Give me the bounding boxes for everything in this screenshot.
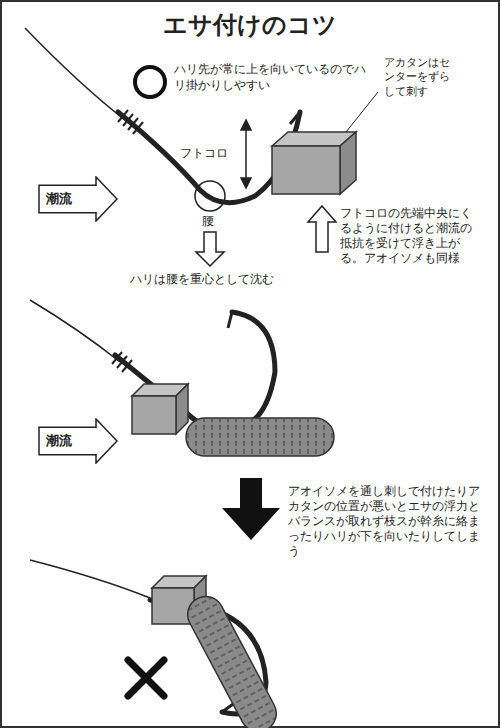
leader xyxy=(346,92,378,132)
barb xyxy=(228,312,232,328)
arrow-shape xyxy=(39,177,117,221)
arrow-shape xyxy=(39,419,117,463)
flow-arrow: 潮流 xyxy=(38,176,118,222)
part-name: 腰 xyxy=(202,214,222,230)
flow-arrow: 潮流 xyxy=(38,418,118,464)
sink-arrow xyxy=(196,232,224,266)
flow-label: 潮流 xyxy=(46,432,92,450)
note: アオイソメを通し刺しで付けたりアカタンの位置が悪いとエサの浮力とバランスが取れず… xyxy=(288,484,484,559)
bait-cube xyxy=(272,132,356,194)
worm xyxy=(181,590,282,728)
node-text-wrap: 潮流 xyxy=(38,432,118,450)
line xyxy=(25,28,125,120)
note: ハリは腰を重心として沈む xyxy=(130,272,330,288)
bad-mark xyxy=(128,660,164,696)
result-arrow xyxy=(222,478,280,540)
note: フトコロの先端中央にくるように付けると潮流の抵抗を受けて浮き上がる。アオイソメも… xyxy=(340,206,480,266)
title: エサ付けのコツ xyxy=(0,10,500,41)
part-name: フトコロ xyxy=(180,146,240,162)
line xyxy=(30,560,150,598)
line xyxy=(30,300,120,362)
wraps xyxy=(112,352,132,372)
worm xyxy=(186,418,334,456)
bait-cube xyxy=(132,384,188,434)
node-text-wrap: 潮流 xyxy=(38,190,118,208)
float-arrow xyxy=(308,206,336,252)
note: アカタンはセンターをずらして刺す xyxy=(384,56,450,99)
waist-circle xyxy=(195,181,225,211)
barb xyxy=(290,112,300,124)
good-mark xyxy=(135,67,165,97)
note: ハリ先が常に上を向いているのでハリ掛かりしやすい xyxy=(174,62,370,93)
depth-arrow xyxy=(241,120,251,188)
wraps xyxy=(118,110,143,134)
flow-label: 潮流 xyxy=(46,190,92,208)
